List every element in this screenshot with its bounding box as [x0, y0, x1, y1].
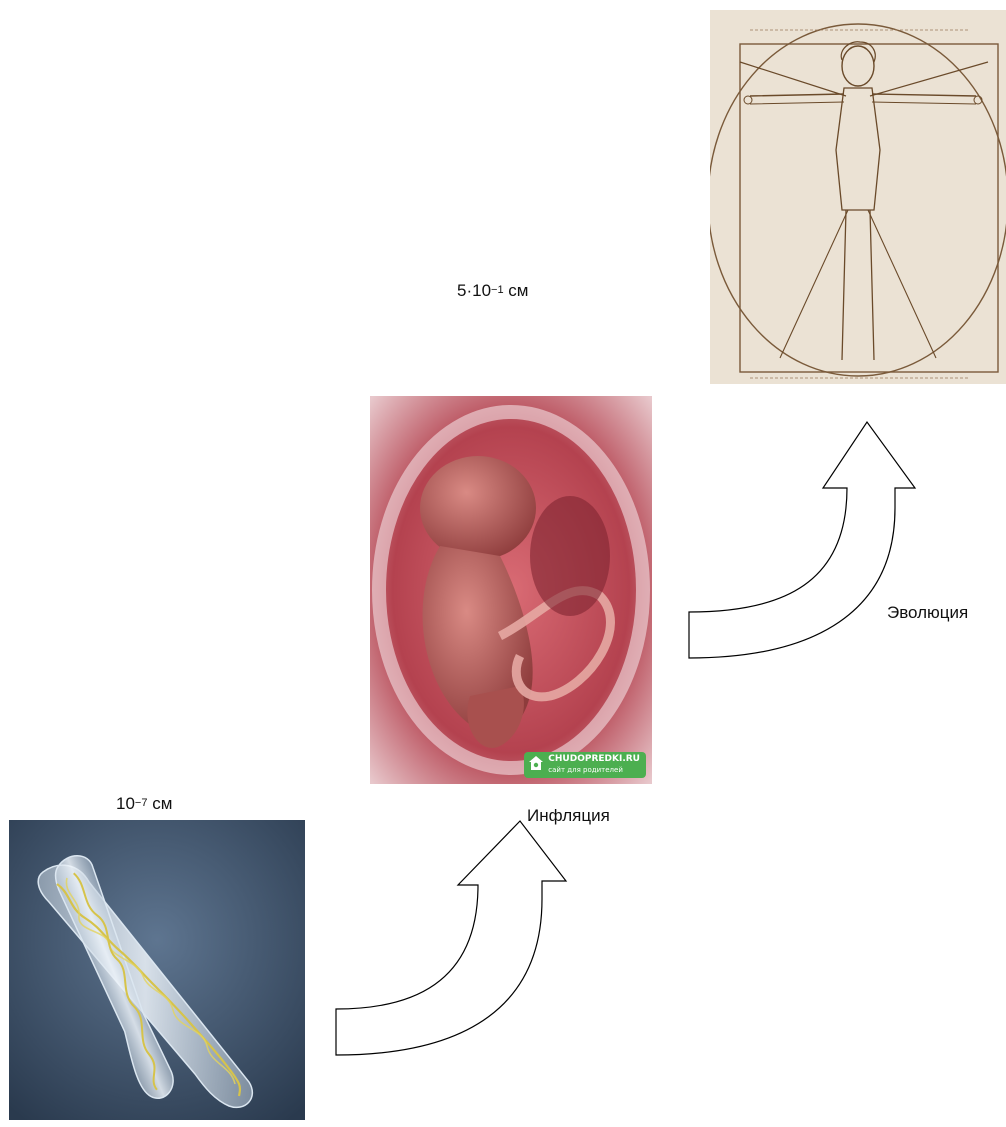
house-icon [528, 755, 544, 771]
chromosome-size-base: 10 [116, 794, 135, 813]
vitruvian-man-image [710, 10, 1006, 384]
watermark-badge: CHUDOPREDKI.RU сайт для родителей [524, 752, 646, 778]
chromosome-icon [9, 820, 305, 1120]
chromosome-size-label: 10−7 см [116, 794, 172, 814]
transition-label-inflation: Инфляция [527, 806, 610, 826]
watermark-title: CHUDOPREDKI.RU [548, 754, 640, 764]
curved-up-arrow-icon [330, 815, 570, 1060]
chromosome-image [9, 820, 305, 1120]
vitruvian-man-icon [710, 10, 1006, 384]
transition-label-evolution: Эволюция [887, 603, 968, 623]
chromosome-size-exponent: −7 [135, 797, 148, 809]
embryo-head [420, 456, 536, 560]
watermark-subtitle: сайт для родителей [548, 765, 640, 776]
embryo-size-exponent: −1 [491, 284, 504, 296]
embryo-size-base: 5·10 [457, 281, 491, 300]
embryo-size-label: 5·10−1 см [457, 281, 529, 301]
curved-up-arrow-icon [685, 392, 925, 664]
embryo-image: CHUDOPREDKI.RU сайт для родителей [370, 396, 652, 784]
chromosome-size-unit: см [147, 794, 172, 813]
embryo-icon [370, 396, 652, 784]
embryo-size-unit: см [504, 281, 529, 300]
